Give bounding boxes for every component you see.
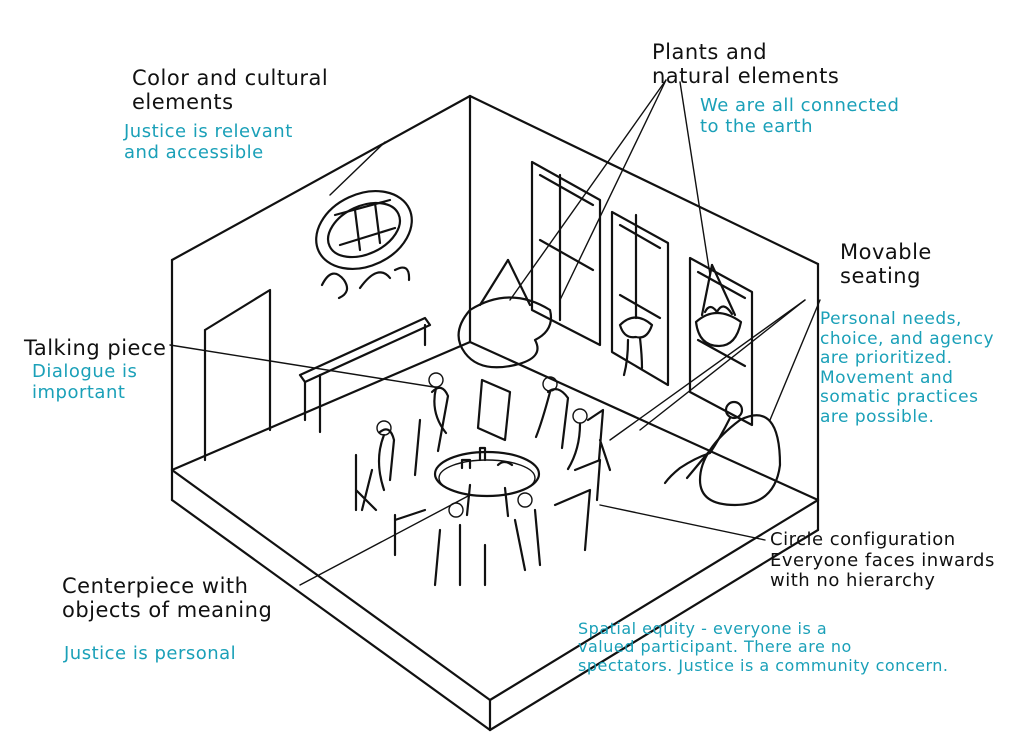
- leader-lines: [169, 79, 821, 586]
- circle-note-line2: valued participant. There are no: [578, 637, 852, 657]
- plants-note: We are all connected to the earth: [700, 95, 900, 137]
- hanging-basket: [457, 258, 553, 369]
- circle-title-line2: Everyone faces inwards: [770, 549, 995, 571]
- circle-title-line3: with no hierarchy: [770, 570, 936, 592]
- movable-seating-note-line5: somatic practices: [820, 387, 979, 408]
- plants-note-line1: We are all connected: [700, 95, 900, 116]
- movable-seating-note-line2: choice, and agency: [820, 328, 995, 349]
- centerpiece-note: Justice is personal: [64, 643, 237, 665]
- centerpiece-title-line1: Centerpiece with: [62, 574, 249, 598]
- plants-title: Plants and natural elements: [652, 40, 839, 88]
- movable-seating-note-line1: Personal needs,: [820, 309, 962, 329]
- color-cultural-title: Color and cultural elements: [132, 66, 328, 114]
- circle-note-line1: Spatial equity - everyone is a: [578, 619, 828, 638]
- centerpiece-title: Centerpiece with objects of meaning: [62, 574, 272, 622]
- color-cultural-title-line2: elements: [132, 90, 234, 115]
- beanbag-person: [663, 400, 782, 507]
- color-cultural-note: Justice is relevant and accessible: [124, 121, 293, 163]
- color-cultural-note-line1: Justice is relevant: [124, 121, 293, 142]
- talking-piece-note: Dialogue is important: [32, 361, 138, 403]
- talking-piece-title-line1: Talking piece: [24, 336, 167, 360]
- movable-seating-title-line2: seating: [840, 264, 921, 289]
- centerpiece-title-line2: objects of meaning: [62, 598, 273, 623]
- circle-note-line3: spectators. Justice is a community conce…: [578, 655, 949, 675]
- centerpiece-note-line1: Justice is personal: [64, 643, 237, 664]
- circle-of-chairs: [354, 372, 612, 587]
- movable-seating-title: Movable seating: [840, 240, 932, 288]
- circle-note: Spatial equity - everyone is a valued pa…: [578, 619, 949, 675]
- plants-note-line2: to the earth: [700, 115, 814, 137]
- door: [203, 288, 272, 462]
- plants-title-line1: Plants and: [652, 40, 768, 64]
- color-cultural-title-line1: Color and cultural: [132, 66, 329, 90]
- movable-seating-note: Personal needs, choice, and agency are p…: [820, 309, 995, 427]
- hanging-plants: [618, 213, 743, 377]
- talking-piece-title: Talking piece: [24, 336, 166, 360]
- plants-title-line2: natural elements: [652, 64, 840, 89]
- centerpiece-table: [433, 446, 541, 518]
- talking-piece-note-line1: Dialogue is: [32, 361, 138, 382]
- movable-seating-note-line3: are prioritized.: [820, 348, 953, 369]
- console-table: [298, 316, 432, 434]
- windows: [530, 160, 754, 427]
- cultural-mirror: [315, 190, 413, 300]
- movable-seating-note-line6: are possible.: [820, 406, 935, 427]
- movable-seating-title-line1: Movable: [840, 240, 932, 264]
- movable-seating-note-line4: Movement and: [820, 367, 954, 388]
- circle-title: Circle configuration Everyone faces inwa…: [770, 529, 995, 592]
- color-cultural-note-line2: and accessible: [124, 141, 264, 163]
- talking-piece-note-line2: important: [32, 381, 126, 403]
- circle-title-line1: Circle configuration: [770, 529, 956, 550]
